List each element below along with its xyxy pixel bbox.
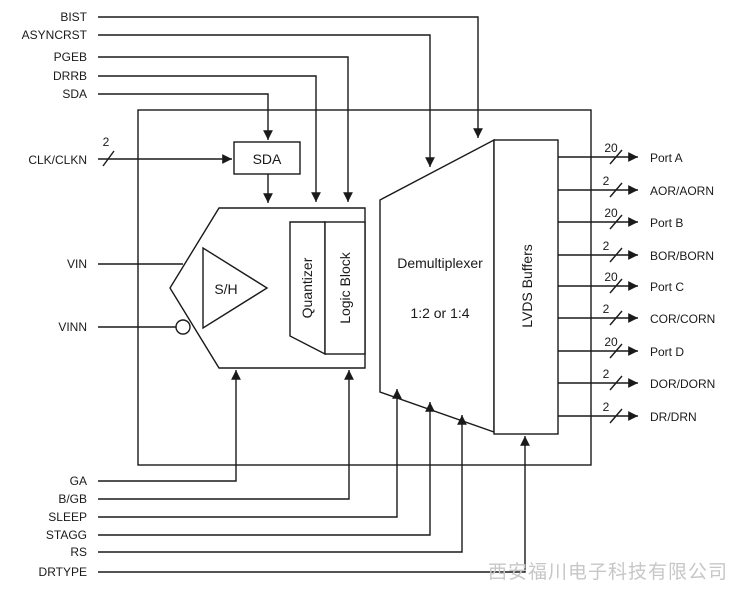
quantizer-label: Quantizer [299,257,315,318]
logic-block-label: Logic Block [337,251,353,324]
pgeb-line [98,56,353,202]
output-port-b: 20 Port B [558,206,683,230]
ga-label: GA [70,474,87,488]
output-dr: 2 DR/DRN [558,400,697,424]
port-a-label: Port A [650,151,683,165]
svg-text:2: 2 [603,367,610,381]
clk-bus-width: 2 [103,135,110,149]
output-dor: 2 DOR/DORN [558,367,715,391]
sda-block [233,141,301,175]
logic-block [324,221,366,355]
svg-text:20: 20 [604,335,618,349]
svg-text:20: 20 [604,141,618,155]
output-cor: 2 COR/CORN [558,302,715,326]
sda-input-label: SDA [62,87,87,101]
port-d-label: Port D [650,345,684,359]
bgb-label: B/GB [58,492,87,506]
drrb-label: DRRB [53,69,87,83]
ga-line [98,370,241,482]
vin-label: VIN [67,257,87,271]
rs-line [98,415,467,553]
clk-label: CLK/CLKN [28,153,87,167]
svg-text:2: 2 [603,400,610,414]
chip-boundary [137,109,592,466]
sda-block-label: SDA [253,151,282,167]
bor-label: BOR/BORN [650,249,714,263]
svg-text:2: 2 [603,174,610,188]
sda-input-line [98,93,273,140]
bgb-line [98,370,354,500]
svg-text:20: 20 [604,206,618,220]
sleep-label: SLEEP [48,510,87,524]
svg-text:2: 2 [603,239,610,253]
port-b-label: Port B [650,216,683,230]
vinn-inversion-bubble [175,319,191,335]
sample-hold [202,246,269,330]
pgeb-label: PGEB [54,50,87,64]
output-bor: 2 BOR/BORN [558,239,714,263]
cor-label: COR/CORN [650,312,715,326]
svg-text:2: 2 [603,302,610,316]
bist-label: BIST [60,10,87,24]
output-aor: 2 AOR/AORN [558,174,714,198]
output-port-d: 20 Port D [558,335,684,359]
output-port-c: 20 Port C [558,270,684,294]
rs-label: RS [70,545,87,559]
dr-label: DR/DRN [650,410,697,424]
dor-label: DOR/DORN [650,377,715,391]
output-port-a: 20 Port A [558,141,683,165]
output-ports: 20 Port A 2 AOR/AORN 20 Port B 2 BOR/BOR… [558,141,715,424]
watermark: 西安福川电子科技有限公司 [488,561,728,583]
aor-label: AOR/AORN [650,184,714,198]
drtype-line [98,436,530,573]
bist-line [98,16,483,138]
drtype-label: DRTYPE [39,565,87,579]
lvds-buffers-label: LVDS Buffers [519,244,535,328]
vinn-label: VINN [58,320,87,334]
stagg-line [98,402,435,536]
svg-text:20: 20 [604,270,618,284]
demux-title: Demultiplexer [397,255,483,271]
clk-bus-slash [102,150,115,167]
port-c-label: Port C [650,280,684,294]
lvds-buffers-block [493,139,559,435]
asyncrst-line [98,34,435,167]
sleep-line [98,389,402,518]
demux-ratio: 1:2 or 1:4 [410,305,469,321]
demultiplexer-block [379,138,495,433]
sample-hold-label: S/H [214,281,237,297]
stagg-label: STAGG [46,528,87,542]
asyncrst-label: ASYNCRST [22,28,88,42]
drrb-line [98,75,321,202]
